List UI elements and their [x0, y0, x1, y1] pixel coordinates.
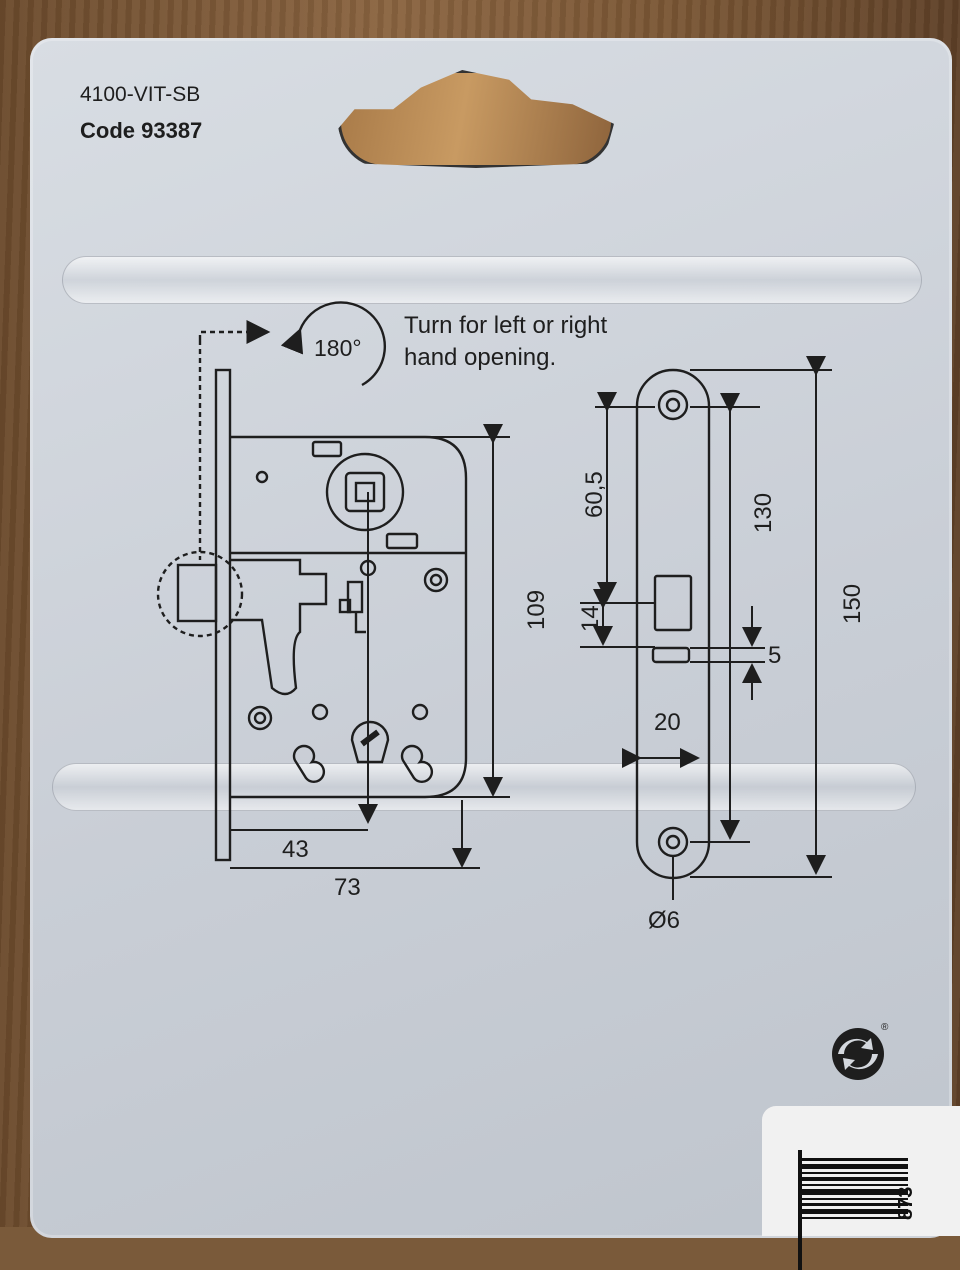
lock-technical-drawing: 180° 109: [156, 301, 866, 934]
rotation-note-line1: Turn for left or right: [404, 312, 608, 339]
dim-spindle-to-latch: 60,5: [581, 471, 608, 518]
dim-depth: 73: [334, 874, 361, 901]
product-sku: 4100-VIT-SB: [80, 83, 201, 106]
rotation-angle-label: 180°: [314, 335, 362, 361]
green-dot-recycle-icon: ®: [832, 1022, 889, 1080]
blister-ridge-top: [62, 256, 922, 304]
dim-screw-spacing: 130: [750, 493, 777, 533]
dim-latch-height: 14: [577, 605, 604, 632]
lock-body-side-view: [156, 368, 468, 862]
dim-faceplate-width: 20: [654, 709, 681, 736]
faceplate-dimension-lines: [580, 356, 832, 900]
dim-faceplate-length: 150: [839, 584, 866, 624]
faceplate-front-view: [635, 368, 711, 880]
barcode-label: [762, 1106, 960, 1270]
dim-screw-diameter: Ø6: [648, 907, 680, 934]
barcode-icon: [798, 1150, 908, 1270]
product-code: Code 93387: [80, 118, 203, 143]
dim-deadlatch-height: 5: [768, 642, 781, 669]
barcode-digits: 873: [895, 1186, 917, 1220]
registered-mark: ®: [881, 1022, 889, 1033]
lock-dimension-lines: [230, 424, 510, 869]
rotation-note: Turn for left or right hand opening.: [404, 310, 607, 374]
dim-lock-height: 109: [523, 590, 550, 630]
dim-backset: 43: [282, 836, 309, 863]
rotation-note-line2: hand opening.: [404, 344, 557, 371]
rotate-180-icon: 180°: [198, 301, 386, 560]
